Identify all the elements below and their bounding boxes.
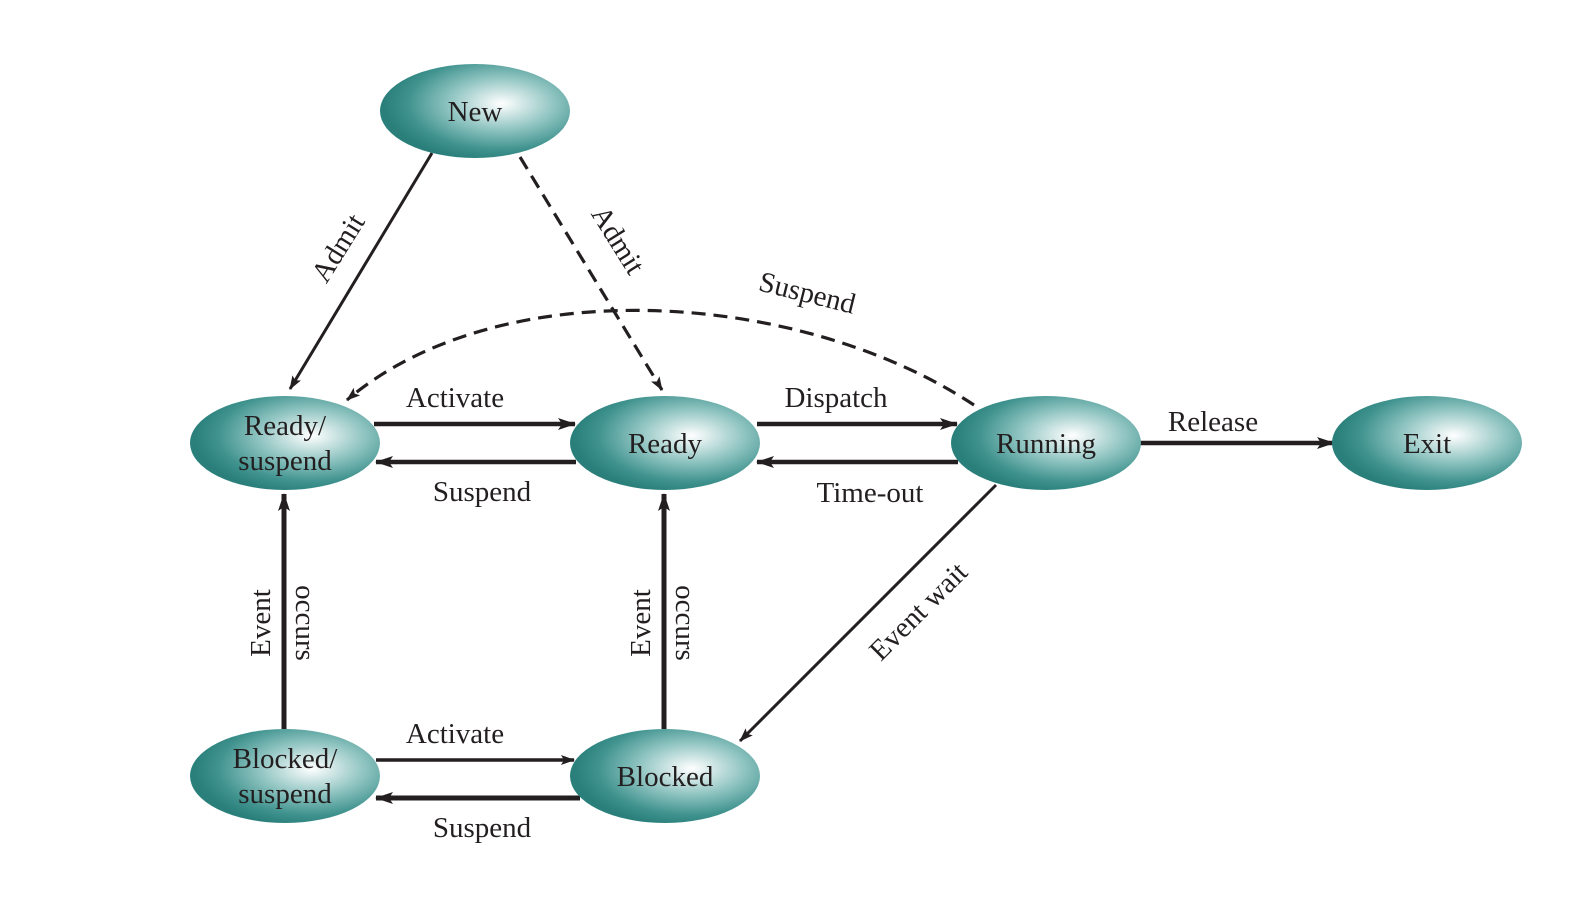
label-event-right: Event [625, 589, 657, 657]
state-blocked [570, 729, 760, 823]
label-suspend-bottom: Suspend [433, 812, 532, 844]
label-event-left: Event [245, 589, 277, 657]
state-ready-suspend [190, 396, 380, 490]
label-new: New [448, 96, 503, 128]
label-ready-suspend-line2: suspend [238, 445, 332, 477]
edge-event-wait [738, 483, 998, 743]
edge-labels: Admit Admit Suspend Activate Suspend Dis… [245, 200, 1258, 844]
label-timeout: Time-out [817, 477, 924, 509]
edge-suspend-running-to-ready-suspend [345, 308, 975, 407]
label-blocked-suspend-line1: Blocked/ [233, 743, 339, 775]
label-exit: Exit [1403, 428, 1451, 460]
label-running: Running [996, 428, 1096, 460]
label-blocked: Blocked [617, 761, 714, 793]
state-exit [1332, 396, 1522, 490]
state-new [380, 64, 570, 158]
label-ready: Ready [628, 428, 703, 460]
label-suspend-top: Suspend [433, 476, 532, 508]
edge-admit-to-ready [518, 156, 664, 391]
label-admit-right: Admit [584, 200, 650, 280]
nodes [190, 64, 1522, 823]
state-blocked-suspend [190, 729, 380, 823]
label-event-wait: Event wait [863, 556, 974, 667]
state-ready [570, 396, 760, 490]
label-dispatch: Dispatch [784, 382, 888, 414]
label-suspend-curve: Suspend [756, 266, 860, 321]
label-occurs-left: occurs [289, 585, 321, 661]
label-activate-bottom: Activate [406, 718, 504, 750]
label-occurs-right: occurs [669, 585, 701, 661]
state-running [951, 396, 1141, 490]
label-admit-left: Admit [305, 208, 371, 288]
label-activate-top: Activate [406, 382, 504, 414]
label-ready-suspend-line1: Ready/ [244, 410, 327, 442]
node-labels: New Ready/ suspend Ready Running Exit Bl… [233, 96, 1452, 810]
edges [278, 152, 1335, 804]
label-release: Release [1168, 406, 1258, 438]
label-blocked-suspend-line2: suspend [238, 778, 332, 810]
edge-admit-to-ready-suspend [288, 152, 434, 390]
